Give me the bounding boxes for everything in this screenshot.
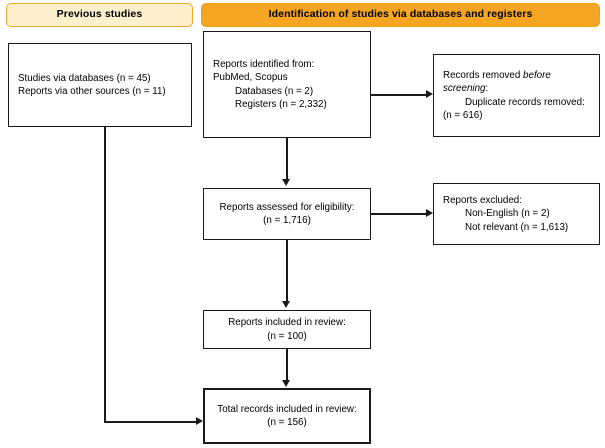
reports-identified-registers: Registers (n = 2,332) [235, 98, 327, 110]
box-reports-excluded-text: Reports excluded: Non-English (n = 2) No… [434, 194, 599, 234]
box-reports-included-review: Reports included in review: (n = 100) [203, 310, 371, 349]
arrowhead-down-eligibility [282, 179, 290, 186]
assessed-eligibility-line-1: Reports assessed for eligibility: [219, 201, 355, 213]
records-removed-line-2: screening: [443, 82, 590, 95]
included-review-line-1: Reports included in review: [228, 317, 346, 329]
header-identification-label: Identification of studies via databases … [268, 8, 533, 21]
header-previous-studies: Previous studies [6, 3, 193, 27]
connector-included-to-total [286, 349, 288, 381]
box-reports-excluded: Reports excluded: Non-English (n = 2) No… [433, 183, 600, 245]
reports-excluded-not-relevant: Not relevant (n = 1,613) [465, 221, 569, 233]
arrowhead-right-excluded [426, 209, 433, 217]
box-records-removed-text: Records removed before screening: Duplic… [434, 69, 599, 122]
connector-identified-to-eligibility [286, 138, 288, 180]
header-previous-studies-label: Previous studies [56, 8, 143, 21]
arrowhead-down-total [282, 380, 290, 387]
connector-eligibility-to-included [286, 240, 288, 302]
connector-eligibility-to-excluded [371, 213, 427, 215]
arrowhead-right-removed [426, 90, 433, 98]
previous-studies-line-2: Reports via other sources (n = 11) [18, 86, 166, 97]
header-identification: Identification of studies via databases … [201, 3, 600, 27]
connector-previous-horizontal [104, 421, 197, 423]
records-removed-duplicates-label: Duplicate records removed: [465, 96, 585, 108]
total-included-count: (n = 156) [267, 417, 307, 428]
assessed-eligibility-count: (n = 1,716) [263, 215, 311, 226]
box-reports-included-review-text: Reports included in review: (n = 100) [204, 316, 370, 342]
included-review-count: (n = 100) [267, 330, 307, 342]
box-reports-assessed-eligibility: Reports assessed for eligibility: (n = 1… [203, 188, 371, 240]
box-reports-identified: Reports identified from: PubMed, Scopus … [203, 31, 371, 138]
box-previous-studies-text: Studies via databases (n = 45) Reports v… [9, 72, 191, 98]
box-records-removed: Records removed before screening: Duplic… [433, 54, 600, 137]
records-removed-line-1-prefix: Records removed [443, 70, 524, 82]
reports-excluded-non-english: Non-English (n = 2) [465, 208, 550, 220]
reports-excluded-line-1: Reports excluded: [443, 195, 522, 207]
box-reports-assessed-eligibility-text: Reports assessed for eligibility: (n = 1… [204, 201, 370, 227]
arrowhead-down-included [282, 301, 290, 308]
box-previous-studies: Studies via databases (n = 45) Reports v… [8, 43, 192, 127]
reports-identified-line-1: Reports identified from: [213, 59, 315, 71]
previous-studies-line-1: Studies via databases (n = 45) [18, 72, 151, 84]
total-included-line-1: Total records included in review: [217, 403, 357, 415]
box-total-records-included: Total records included in review: (n = 1… [203, 388, 371, 444]
records-removed-before-emphasis: before [523, 70, 551, 82]
connector-identified-to-removed [371, 94, 427, 96]
arrowhead-right-total [196, 417, 203, 425]
reports-identified-databases: Databases (n = 2) [235, 85, 314, 97]
records-removed-line-2-colon: : [485, 83, 489, 95]
reports-identified-line-2: PubMed, Scopus [213, 72, 288, 84]
records-removed-duplicates-count: (n = 616) [443, 109, 483, 121]
connector-previous-vertical [104, 127, 106, 423]
records-removed-line-1: Records removed before [443, 69, 590, 82]
box-total-records-included-text: Total records included in review: (n = 1… [205, 403, 369, 429]
box-reports-identified-text: Reports identified from: PubMed, Scopus … [204, 58, 370, 111]
records-removed-screening-emphasis: screening [443, 83, 486, 95]
